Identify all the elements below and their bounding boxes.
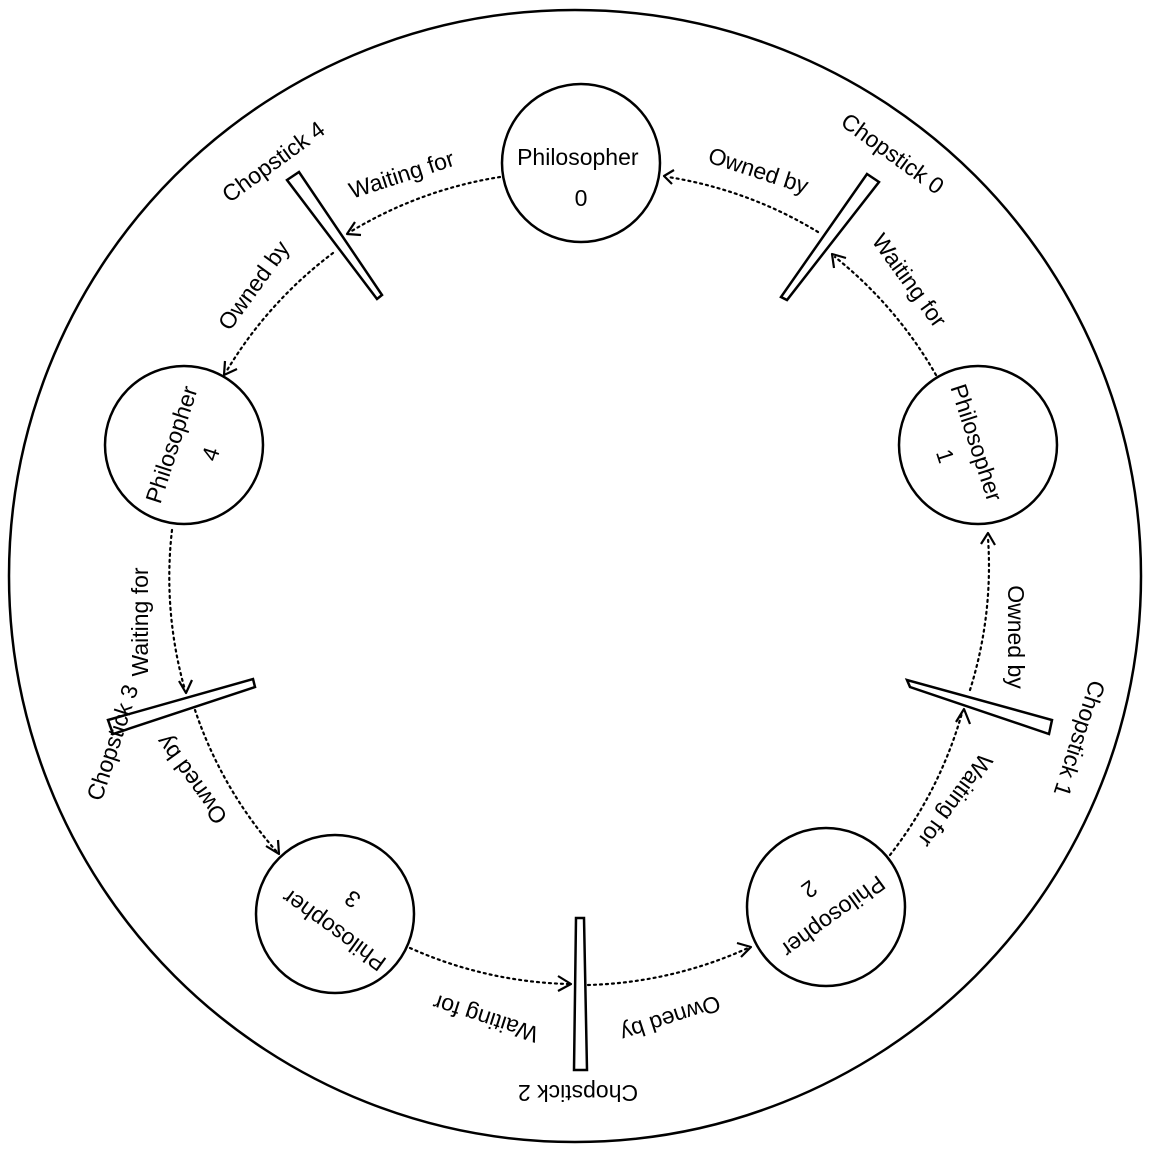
waiting-for-label-1: Waiting for bbox=[867, 229, 952, 333]
philosopher-4: Philosopher 4 bbox=[103, 364, 265, 526]
philosopher-3: Philosopher 3 bbox=[254, 833, 416, 995]
philosopher-2: Philosopher 2 bbox=[745, 826, 907, 988]
svg-text:Philosopher 0: Philosopher 0 bbox=[517, 144, 645, 211]
waiting-for-label-3: Waiting for bbox=[429, 989, 541, 1048]
chopstick-1-shape bbox=[904, 678, 1054, 736]
philosopher-0: Philosopher 0 bbox=[500, 82, 662, 244]
arrow-philosopher2-to-chopstick1 bbox=[888, 707, 972, 857]
chopstick-0-label: Chopstick 0 bbox=[836, 108, 949, 200]
chopstick-4-shape bbox=[285, 170, 384, 301]
table-circle bbox=[7, 8, 1143, 1144]
arrow-chopstick3-to-philosopher3 bbox=[193, 708, 281, 856]
owned-by-label-1: Owned by bbox=[1003, 585, 1029, 689]
owned-by-label-4: Owned by bbox=[213, 235, 295, 334]
chopstick-2-shape bbox=[572, 916, 589, 1072]
arrow-chopstick1-to-philosopher1 bbox=[968, 531, 996, 692]
arrow-philosopher3-to-chopstick2 bbox=[408, 946, 573, 992]
chopstick-2-label: Chopstick 2 bbox=[518, 1080, 638, 1106]
waiting-for-label-0: Waiting for bbox=[346, 145, 458, 204]
arrow-chopstick0-to-philosopher0 bbox=[662, 169, 820, 234]
chopstick-3-label: Chopstick 3 bbox=[81, 681, 143, 803]
chopstick-3-shape bbox=[106, 677, 257, 736]
arrow-philosopher1-to-chopstick0 bbox=[830, 252, 938, 377]
waiting-for-label-2: Waiting for bbox=[913, 749, 998, 853]
arrow-chopstick4-to-philosopher4 bbox=[222, 251, 335, 377]
philosopher-1: Philosopher 1 bbox=[897, 364, 1059, 526]
chopstick-0-shape bbox=[779, 172, 881, 302]
arrow-chopstick2-to-philosopher2 bbox=[586, 941, 753, 987]
arrow-philosopher0-to-chopstick4 bbox=[345, 175, 502, 237]
owned-by-label-0: Owned by bbox=[705, 142, 812, 199]
arrow-philosopher4-to-chopstick3 bbox=[168, 528, 193, 695]
owned-by-label-3: Owned by bbox=[150, 730, 232, 829]
owned-by-label-2: Owned by bbox=[617, 990, 724, 1047]
waiting-for-label-4: Waiting for bbox=[127, 567, 153, 676]
